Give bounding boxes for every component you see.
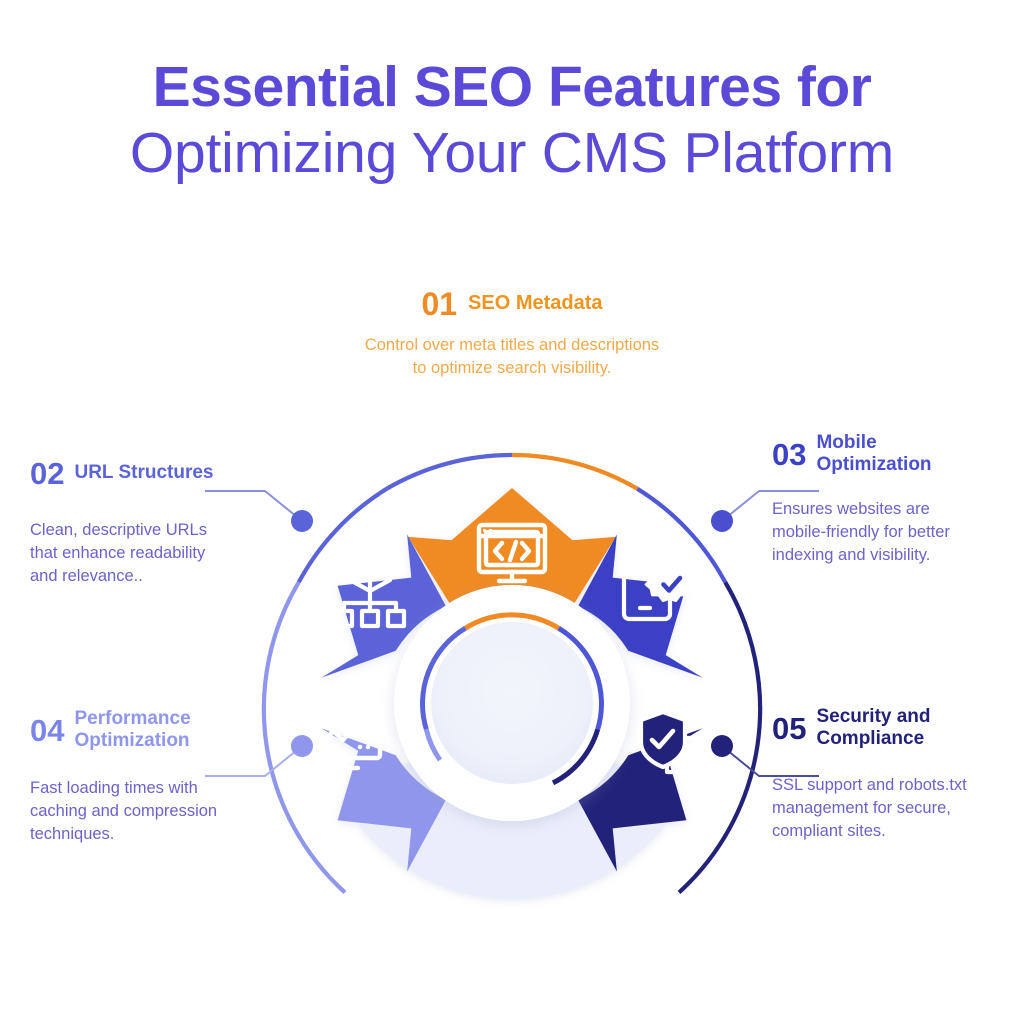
callout-04-description: Fast loading times with caching and comp… — [30, 777, 292, 845]
callout-mobile-optimization[interactable]: 03 Mobile Optimization Ensures websites … — [772, 432, 1012, 567]
callout-03-head: 03 Mobile Optimization — [772, 432, 1012, 476]
callout-url-structures[interactable]: 02 URL Structures Clean, descriptive URL… — [30, 458, 292, 587]
callout-04-description-line-3: techniques. — [30, 824, 115, 843]
callout-02-description-line-1: Clean, descriptive URLs — [30, 521, 207, 539]
outer-arc-segment-04 — [261, 581, 347, 895]
donut-segment-02 — [321, 534, 446, 678]
donut-segment-04 — [321, 728, 446, 872]
outer-arc-segment-01 — [511, 452, 639, 491]
callout-01-head: 01 SEO Metadata — [312, 288, 712, 320]
page-title-line-1: Essential SEO Features for — [152, 55, 872, 119]
callout-03-title-line-2: Optimization — [816, 454, 932, 476]
callout-03-title: Mobile Optimization — [816, 432, 931, 476]
outer-arc-ring — [261, 452, 763, 895]
callout-05-description-line-1: SSL support and robots.txt — [772, 776, 967, 795]
callout-04-head: 04 Performance Optimization — [30, 708, 292, 752]
connector-line-05 — [721, 745, 819, 777]
donut-segment-01 — [408, 488, 616, 603]
connector-dot-05-ring — [711, 735, 733, 757]
callout-security-and-compliance[interactable]: 05 Security and Compliance SSL support a… — [772, 706, 1020, 843]
growth-chart-monitor-icon — [303, 702, 383, 771]
callout-05-description: SSL support and robots.txt management fo… — [772, 774, 1020, 842]
callout-05-description-line-3: compliant sites. — [772, 821, 886, 840]
code-monitor-icon — [476, 522, 548, 584]
callout-05-title-line-1: Security and — [816, 706, 931, 727]
callout-03-description-line-1: Ensures websites are — [772, 500, 930, 519]
callout-01-description-line-1: Control over meta titles and description… — [364, 336, 660, 354]
inner-accent-arc-02 — [420, 626, 467, 731]
callout-02-number: 02 — [30, 456, 65, 491]
callout-02-description: Clean, descriptive URLs that enhance rea… — [30, 519, 292, 587]
connector-line-04 — [205, 745, 303, 777]
outer-arc-segment-03 — [636, 487, 728, 584]
callout-05-title: Security and Compliance — [816, 706, 930, 750]
callout-04-title-line-2: Optimization — [74, 730, 190, 752]
callout-03-number: 03 — [772, 436, 807, 472]
wheel-hub — [431, 622, 593, 784]
callout-02-head: 02 URL Structures — [30, 458, 292, 489]
inner-accent-arc-05 — [551, 728, 601, 786]
callout-seo-metadata[interactable]: 01 SEO Metadata Control over meta titles… — [312, 288, 712, 380]
callout-02-description-line-3: and relevance.. — [30, 566, 143, 585]
callout-04-title: Performance Optimization — [74, 708, 190, 752]
inner-accent-arc-03 — [557, 626, 604, 731]
connector-line-02 — [205, 490, 303, 522]
mobile-verified-badge-icon — [621, 544, 695, 622]
outer-arc-segment-02b — [296, 487, 388, 584]
callout-performance-optimization[interactable]: 04 Performance Optimization Fast loading… — [30, 708, 292, 846]
callout-04-title-line-1: Performance — [74, 708, 191, 729]
callout-04-description-line-1: Fast loading times with — [30, 779, 198, 798]
callout-05-head: 05 Security and Compliance — [772, 706, 1020, 750]
callout-02-title: URL Structures — [74, 462, 214, 484]
connector-line-03 — [721, 490, 819, 522]
callout-03-description-line-3: indexing and visibility. — [772, 545, 931, 564]
callout-01-description-line-2: to optimize search visibility. — [412, 358, 612, 377]
callout-04-description-line-2: caching and compression — [30, 802, 218, 821]
seo-features-wheel-diagram — [205, 452, 819, 908]
inner-accent-arc-04 — [423, 728, 443, 762]
inner-accent-arc-01 — [464, 612, 560, 631]
page-title: Essential SEO Features for Optimizing Yo… — [0, 55, 1024, 186]
callout-01-description: Control over meta titles and description… — [312, 334, 712, 380]
donut-segment-05 — [578, 728, 703, 872]
callout-03-title-line-1: Mobile — [816, 432, 877, 453]
callout-04-number: 04 — [30, 712, 65, 748]
callout-03-description: Ensures websites are mobile-friendly for… — [772, 498, 1012, 566]
sitemap-cube-icon — [333, 546, 407, 629]
callout-01-title: SEO Metadata — [468, 292, 603, 315]
page-title-line-2: Optimizing Your CMS Platform — [129, 120, 895, 185]
callout-05-number: 05 — [772, 710, 807, 746]
callout-05-title-line-2: Compliance — [816, 728, 925, 750]
connector-dot-04-ring — [291, 735, 313, 757]
connector-lines — [205, 490, 819, 777]
inner-accent-arc-ring — [420, 612, 604, 786]
outer-arc-segment-05 — [677, 581, 763, 895]
callout-01-number: 01 — [421, 286, 458, 322]
callout-05-description-line-2: management for secure, — [772, 799, 951, 818]
outer-arc-segment-02 — [385, 452, 513, 491]
callout-02-description-line-2: that enhance readability — [30, 543, 206, 562]
callout-03-description-line-2: mobile-friendly for better — [772, 523, 950, 542]
connector-dot-02-ring — [291, 510, 313, 532]
connector-dot-03-ring — [711, 510, 733, 532]
